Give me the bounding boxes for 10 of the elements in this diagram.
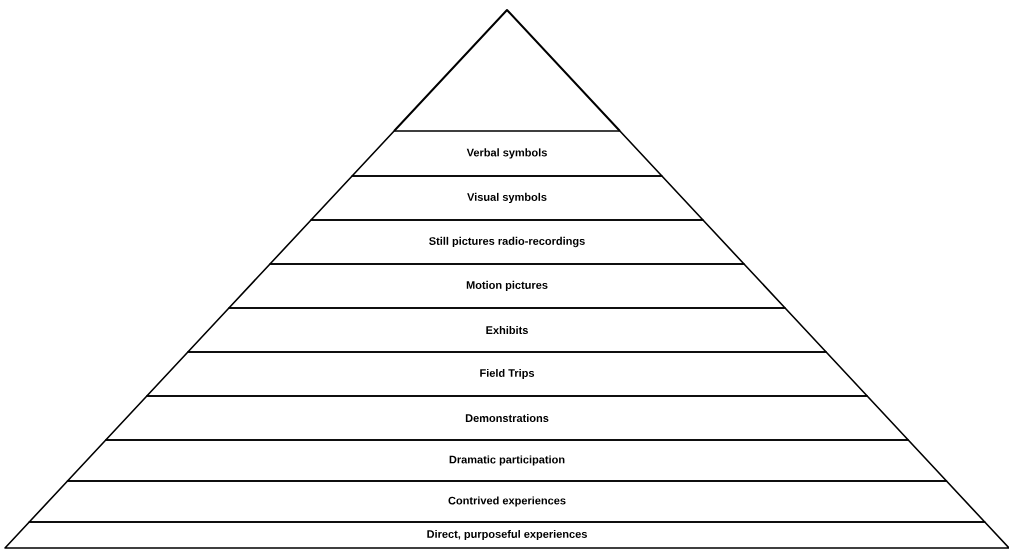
- pyramid-band: Still pictures radio-recordings: [269, 219, 745, 265]
- pyramid-band: Visual symbols: [310, 175, 704, 221]
- pyramid-band: Verbal symbols: [351, 130, 663, 177]
- pyramid-band: Contrived experiences: [28, 480, 986, 523]
- pyramid-band: Demonstrations: [104, 395, 910, 441]
- pyramid-band: Field Trips: [146, 351, 868, 397]
- pyramid-band: Direct, purposeful experiences: [4, 521, 1009, 549]
- pyramid-band: Motion pictures: [228, 263, 786, 309]
- pyramid-band: Dramatic participation: [66, 439, 948, 482]
- pyramid-band: Exhibits: [187, 307, 827, 353]
